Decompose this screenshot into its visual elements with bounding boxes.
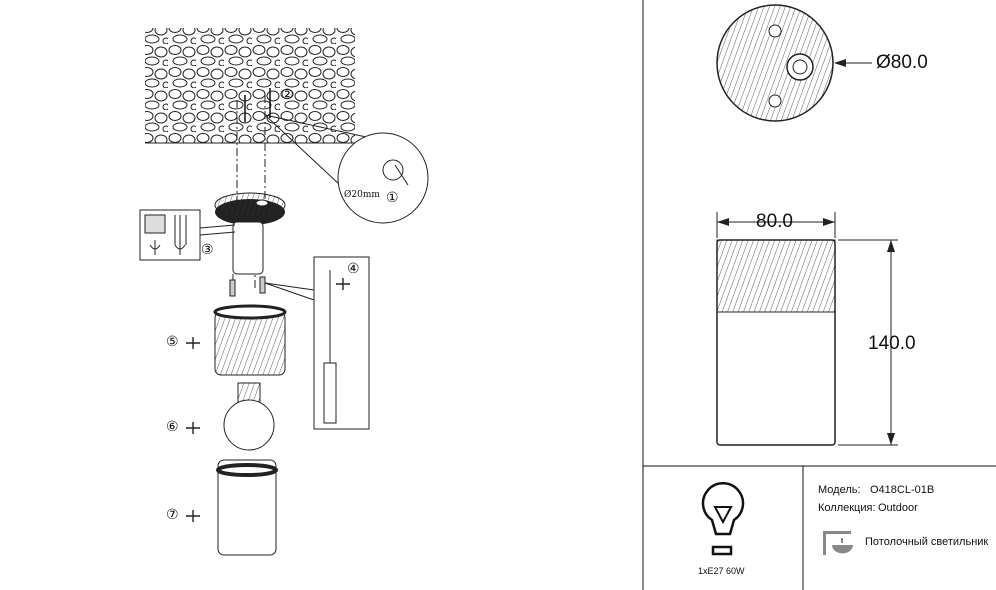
- side-view: [716, 212, 898, 446]
- bulb-part: [223, 382, 275, 451]
- height-dimension: 140.0: [868, 333, 916, 354]
- bulb-icon: [701, 482, 745, 556]
- base-plate: [214, 192, 286, 275]
- screwdriver-icon: [264, 256, 370, 430]
- bulb-spec: 1xE27 60W: [698, 566, 745, 576]
- glass-cylinder: [216, 459, 278, 556]
- stone-wall: [145, 28, 355, 144]
- ceiling-lamp-icon: [823, 531, 853, 555]
- collection-label: Коллекция:: [818, 502, 876, 514]
- step-3-label: ③: [201, 242, 214, 258]
- wiring-detail: [139, 209, 236, 261]
- step-2-label: ②: [281, 87, 294, 103]
- diameter-dimension: Ø80.0: [876, 52, 928, 73]
- width-dimension: 80.0: [756, 211, 793, 232]
- hatched-ring: [213, 304, 287, 376]
- hole-diameter-label: Ø20mm: [344, 190, 380, 200]
- hole-detail: [264, 114, 429, 224]
- step-7-label: ⑦: [166, 507, 179, 523]
- step-5-label: ⑤: [166, 334, 179, 350]
- top-view: [716, 4, 872, 122]
- model-value: O418CL-01B: [870, 484, 935, 496]
- model-label: Модель:: [818, 484, 861, 496]
- step-6-label: ⑥: [166, 419, 179, 435]
- step-4-label: ④: [347, 261, 360, 277]
- lamp-type-label: Потолочный светильник: [865, 536, 989, 548]
- step-1-label: ①: [386, 190, 399, 206]
- collection-value: Outdoor: [878, 502, 918, 514]
